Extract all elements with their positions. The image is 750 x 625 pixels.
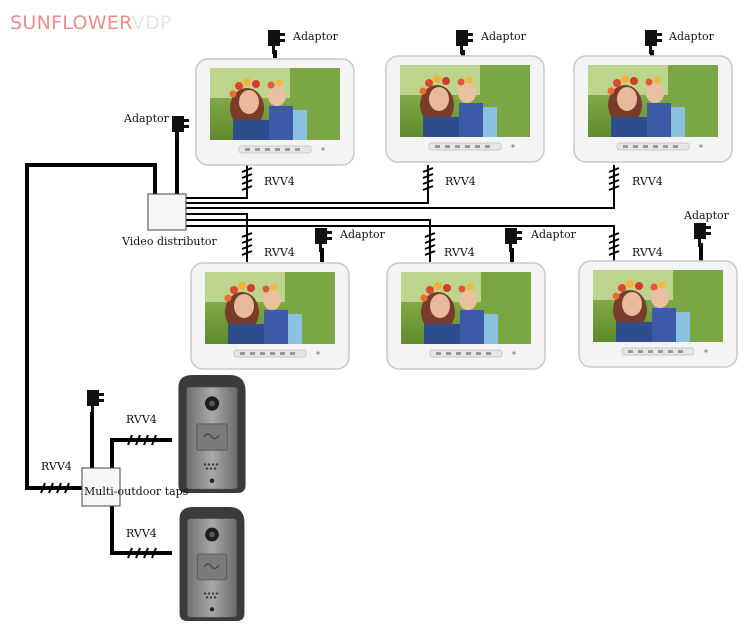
labels: Adaptor Adaptor Adaptor Adaptor Adaptor … — [41, 30, 730, 540]
wire-main-loop — [25, 163, 157, 490]
rvv4-label: RVV4 — [632, 175, 663, 188]
brand-logo-faint: VDP — [132, 12, 172, 34]
monitor-bottom-1 — [190, 262, 350, 370]
adaptor-icon — [87, 390, 104, 414]
brand-logo-main: SUNFLOWER — [10, 12, 132, 34]
adaptor-label: Adaptor — [530, 228, 577, 241]
bus-lines — [186, 165, 615, 262]
monitor-bottom-3 — [578, 260, 738, 368]
multi-outdoor-taps-box — [81, 467, 121, 507]
monitors — [190, 55, 738, 370]
rvv4-label: RVV4 — [444, 246, 475, 259]
rvv4-label: RVV4 — [126, 413, 157, 426]
monitor-bottom-2 — [386, 262, 546, 370]
monitor-top-2 — [385, 55, 545, 163]
adaptor-label: Adaptor — [683, 209, 730, 222]
rvv4-label: RVV4 — [126, 527, 157, 540]
adaptor-label: Adaptor — [480, 30, 527, 43]
video-distributor-label: Video distributor — [121, 235, 218, 248]
wire-door-2 — [110, 500, 172, 555]
monitor-top-1 — [195, 58, 355, 166]
door-station-2 — [178, 506, 246, 622]
adaptor-label: Adaptor — [668, 30, 715, 43]
adaptor-icon — [172, 116, 189, 140]
rvv4-label: RVV4 — [264, 175, 295, 188]
adaptor-label: Adaptor — [123, 112, 170, 125]
adaptor-label: Adaptor — [339, 228, 386, 241]
rvv4-label: RVV4 — [41, 460, 72, 473]
brand-logo: SUNFLOWERVDP — [10, 12, 172, 34]
rvv4-label: RVV4 — [445, 175, 476, 188]
multi-outdoor-taps-label: Multi-outdoor taps — [84, 485, 189, 498]
video-distributor-box — [147, 193, 187, 231]
rvv4-label: RVV4 — [632, 246, 663, 259]
rvv4-label: RVV4 — [264, 246, 295, 259]
adaptor-label: Adaptor — [292, 30, 339, 43]
wire-door-1 — [110, 438, 172, 480]
monitor-top-3 — [573, 55, 733, 163]
door-station-1 — [177, 374, 247, 494]
